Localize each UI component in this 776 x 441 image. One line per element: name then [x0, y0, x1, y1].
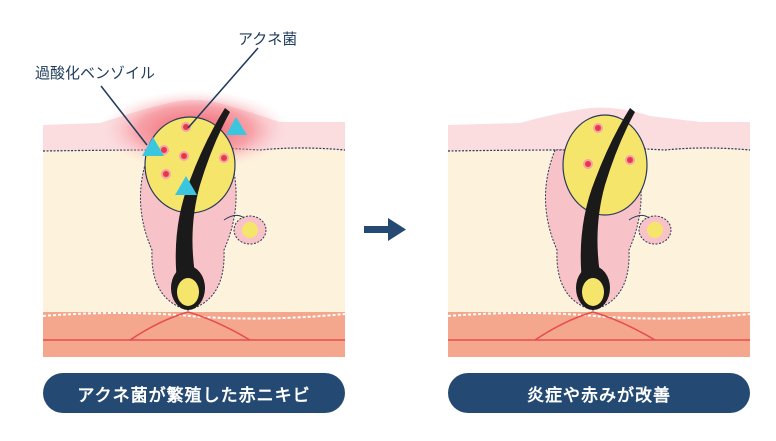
- hair-shaft: [580, 108, 635, 290]
- benzoyl-peroxide-label: 過酸化ベンゾイル: [35, 64, 155, 82]
- benzoyl-leader-line: [100, 85, 148, 146]
- fat-layer: [448, 312, 750, 357]
- acne-bacteria-dots: [583, 123, 635, 169]
- acne-bacteria-dots: [159, 122, 229, 179]
- triangle-icon: [175, 176, 197, 195]
- fat-layer: [43, 312, 345, 357]
- before-panel: アクネ菌 過酸化ベンゾイル: [35, 30, 346, 357]
- acne-bacteria-label: アクネ菌: [238, 30, 297, 48]
- hair-shaft: [175, 108, 230, 290]
- right-arrow-icon: [364, 218, 406, 241]
- acne-leader-line: [187, 47, 259, 129]
- triangle-icon: [142, 137, 164, 156]
- after-panel: [447, 107, 751, 357]
- before-caption: アクネ菌が繁殖した赤ニキビ: [43, 373, 345, 413]
- triangle-icon: [226, 117, 247, 135]
- after-caption: 炎症や赤みが改善: [448, 373, 750, 413]
